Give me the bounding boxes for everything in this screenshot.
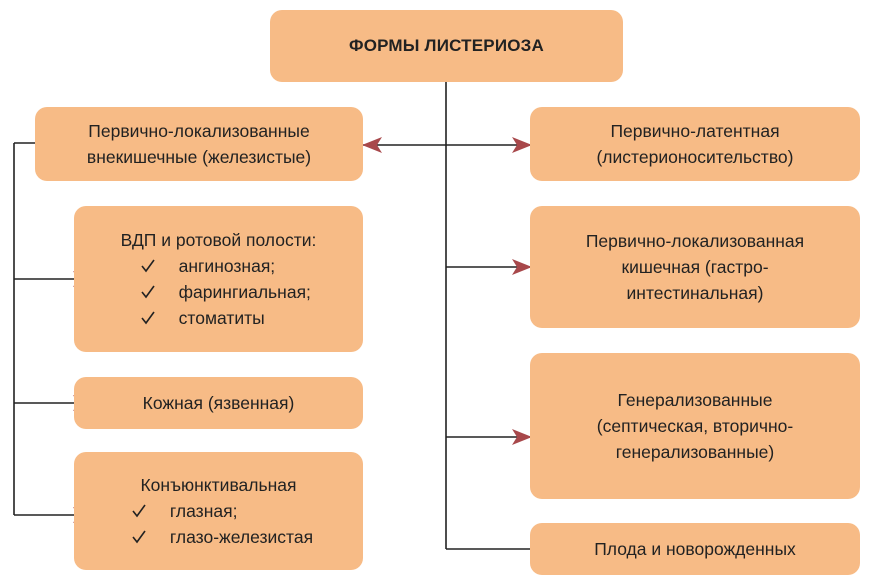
intestinal-line-2: кишечная (гастро-: [621, 257, 769, 277]
upper-resp-box: ВДП и ротовой полости: ангинозная; фарин…: [74, 206, 363, 352]
skin-box: Кожная (язвенная): [74, 377, 363, 429]
checkmark-icon: [141, 285, 155, 299]
list-item: стоматиты: [141, 305, 317, 331]
upper-resp-heading: ВДП и ротовой полости:: [120, 230, 317, 250]
title-box: ФОРМЫ ЛИСТЕРИОЗА: [270, 10, 623, 82]
latent-line-2: (листерионосительство): [596, 147, 794, 167]
generalized-box: Генерализованные (септическая, вторично-…: [530, 353, 860, 499]
upper-resp-list: ангинозная; фарингиальная; стоматиты: [141, 253, 317, 331]
generalized-line-2: (септическая, вторично-: [596, 416, 794, 436]
latent-line-1: Первично-латентная: [610, 121, 780, 141]
diagram-title: ФОРМЫ ЛИСТЕРИОЗА: [348, 36, 544, 55]
list-item: ангинозная;: [141, 253, 317, 279]
list-item: фарингиальная;: [141, 279, 317, 305]
generalized-line-3: генерализованные): [615, 442, 775, 462]
checkmark-icon: [132, 530, 146, 544]
conjunctival-list: глазная; глазо-железистая: [132, 498, 313, 550]
conjunctival-box: Конъюнктивальная глазная; глазо-железист…: [74, 452, 363, 570]
newborn-label: Плода и новорожденных: [594, 539, 796, 559]
generalized-line-1: Генерализованные: [617, 390, 773, 410]
list-item: глазо-железистая: [132, 524, 313, 550]
checkmark-icon: [141, 311, 155, 325]
intestinal-line-3: интестинальная): [626, 283, 764, 303]
latent-box: Первично-латентная (листерионосительство…: [530, 107, 860, 181]
intestinal-line-1: Первично-локализованная: [585, 231, 805, 251]
newborn-box: Плода и новорожденных: [530, 523, 860, 575]
primary-local-line-1: Первично-локализованные: [88, 121, 310, 141]
intestinal-box: Первично-локализованная кишечная (гастро…: [530, 206, 860, 328]
checkmark-icon: [132, 504, 146, 518]
primary-local-line-2: внекишечные (железистые): [86, 147, 312, 167]
checkmark-icon: [141, 259, 155, 273]
list-item: глазная;: [132, 498, 313, 524]
conjunctival-heading: Конъюнктивальная: [140, 475, 297, 495]
skin-label: Кожная (язвенная): [142, 393, 295, 413]
primary-local-box: Первично-локализованные внекишечные (жел…: [35, 107, 363, 181]
